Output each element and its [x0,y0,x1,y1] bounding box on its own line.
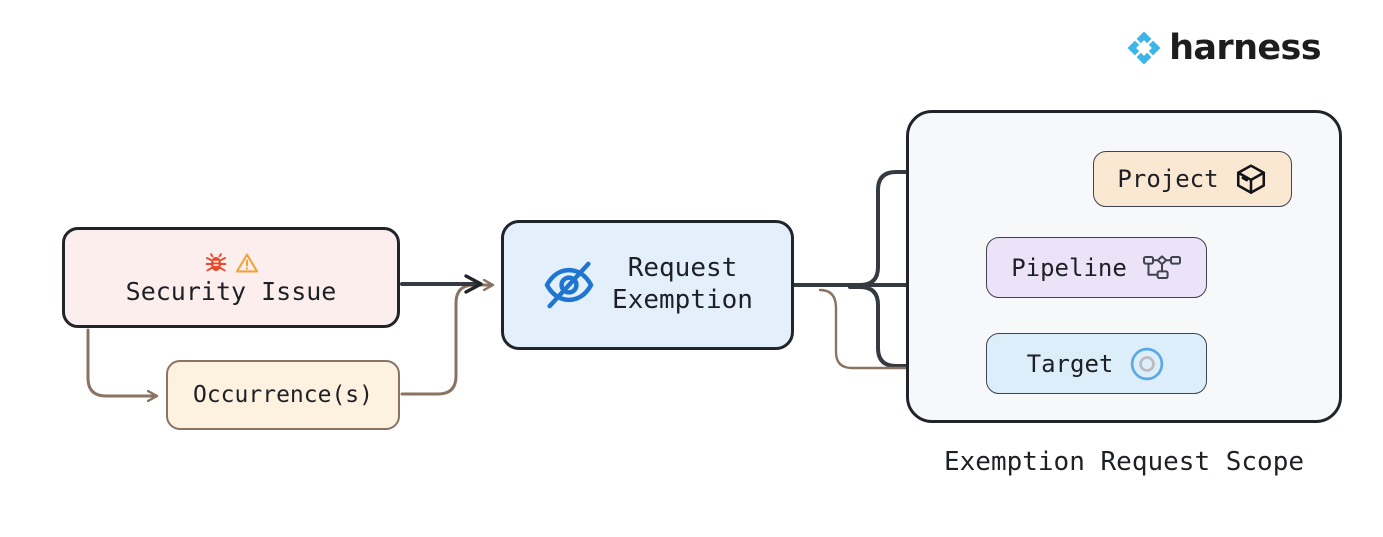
scope-caption: Exemption Request Scope [943,447,1305,477]
node-project[interactable]: Project [1093,151,1292,207]
edge-occurrences-to-request [400,285,492,396]
edge-security-to-occurrences [86,328,156,396]
node-request-exemption[interactable]: Request Exemption [501,220,794,350]
harness-logo: harness [1126,27,1322,68]
node-label-occurrences: Occurrence(s) [192,382,373,408]
node-pipeline[interactable]: Pipeline [986,237,1207,298]
node-label-pipeline: Pipeline [1011,253,1127,282]
node-label-security-issue: Security Issue [125,276,337,306]
node-security-issue[interactable]: Security Issue [62,227,400,328]
warning-triangle-icon [235,251,259,275]
security-issue-icons [204,250,259,276]
node-label-project: Project [1117,165,1219,193]
target-circle-icon [1128,345,1166,383]
eye-off-icon [542,258,596,312]
bug-icon [204,251,228,275]
node-label-request-exemption: Request Exemption [612,253,753,315]
harness-wordmark: harness [1169,27,1322,68]
pipeline-nodes-icon [1142,252,1182,284]
cube-icon [1234,162,1268,196]
harness-diamond-logo-icon [1126,30,1162,66]
node-target[interactable]: Target [986,333,1207,394]
node-label-target: Target [1026,349,1114,378]
node-occurrences[interactable]: Occurrence(s) [166,360,400,430]
